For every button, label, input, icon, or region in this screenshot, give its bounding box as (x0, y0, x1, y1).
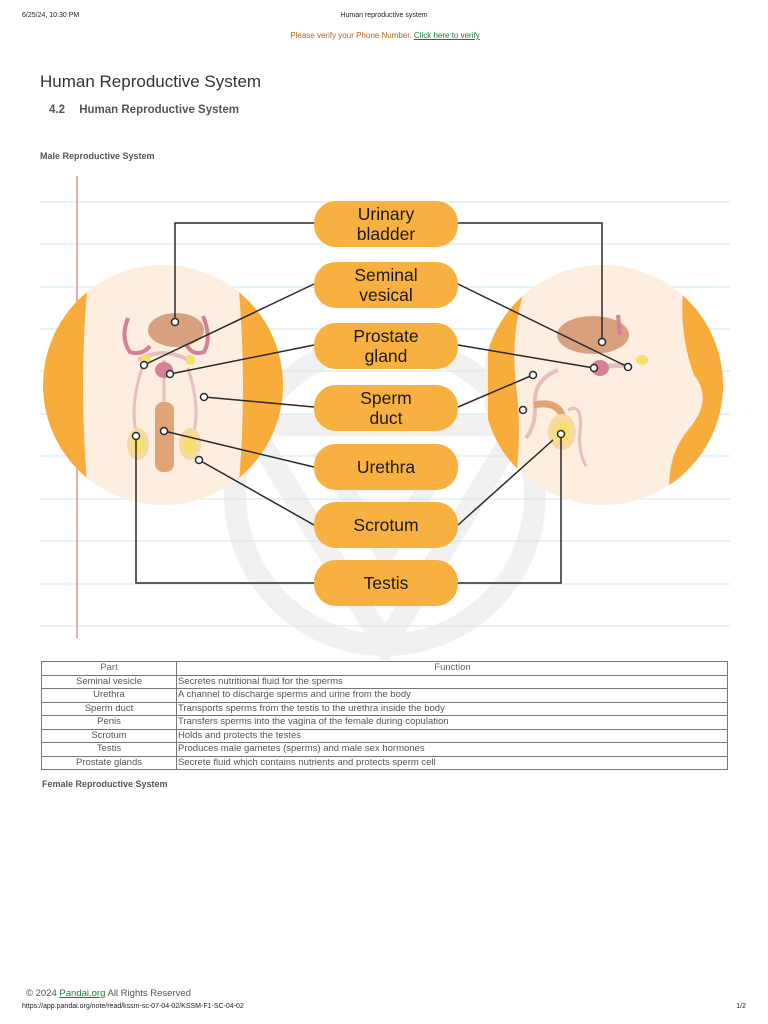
print-datetime: 6/25/24, 10:30 PM (22, 12, 80, 19)
label-prostate-gland-line2: gland (365, 346, 408, 366)
cell-part: Seminal vesicle (41, 674, 177, 689)
label-seminal-vesical: Seminal vesical (314, 262, 458, 308)
label-testis-text: Testis (364, 573, 409, 593)
cell-function: A channel to discharge sperms and urine … (176, 688, 728, 703)
page-title: Human Reproductive System (40, 72, 262, 91)
label-prostate-gland-line1: Prostate (353, 326, 418, 346)
copyright: © 2024 Pandai.org All Rights Reserved (26, 988, 191, 999)
verify-banner: Please verify your Phone Number. Click h… (0, 31, 768, 40)
parts-function-table: Part Function Seminal vesicle Secretes n… (41, 661, 728, 770)
connector-lines (135, 222, 629, 584)
section-heading: 4.2 Human Reproductive System (49, 104, 239, 116)
label-seminal-vesical-line1: Seminal (354, 265, 417, 285)
table-row: Sperm duct Transports sperms from the te… (41, 701, 728, 716)
section-title: Human Reproductive System (79, 104, 239, 116)
cell-function: Produces male gametes (sperms) and male … (176, 742, 728, 757)
cell-part: Penis (41, 715, 177, 730)
cell-part: Prostate glands (41, 755, 177, 770)
cell-part: Scrotum (41, 728, 177, 743)
table-row: Testis Produces male gametes (sperms) an… (41, 742, 728, 757)
table-row: Urethra A channel to discharge sperms an… (41, 688, 728, 703)
label-prostate-gland: Prostate gland (314, 323, 458, 369)
cell-function: Holds and protects the testes (176, 728, 728, 743)
table-header-row: Part Function (41, 661, 728, 676)
cell-function: Secrete fluid which contains nutrients a… (176, 755, 728, 770)
label-urethra: Urethra (314, 444, 458, 490)
label-sperm-duct: Sperm duct (314, 385, 458, 431)
side-view-illustration (483, 265, 723, 505)
copyright-suffix: All Rights Reserved (105, 988, 191, 999)
label-urinary-bladder-line1: Urinary (358, 204, 415, 224)
label-sperm-duct-line1: Sperm (360, 388, 412, 408)
label-scrotum: Scrotum (314, 502, 458, 548)
print-doc-title: Human reproductive system (340, 12, 428, 19)
header-part: Part (41, 661, 177, 676)
table-row: Scrotum Holds and protects the testes (41, 728, 728, 743)
cell-part: Urethra (41, 688, 177, 703)
label-sperm-duct-line2: duct (369, 408, 402, 428)
cell-part: Testis (41, 742, 177, 757)
print-url: https://app.pandai.org/note/read/kssm-sc… (22, 1003, 244, 1010)
label-testis: Testis (314, 560, 458, 606)
cell-function: Transfers sperms into the vagina of the … (176, 715, 728, 730)
table-row: Prostate glands Secrete fluid which cont… (41, 755, 728, 770)
label-urinary-bladder-line2: bladder (357, 224, 416, 244)
male-reproductive-diagram: Urinary bladder Seminal vesical Prostate… (40, 176, 730, 638)
verify-link[interactable]: Click here to verify (413, 31, 480, 40)
page-number: 1/2 (736, 1003, 746, 1010)
section-number: 4.2 (49, 104, 65, 116)
label-scrotum-text: Scrotum (353, 515, 418, 535)
label-seminal-vesical-line2: vesical (359, 285, 413, 305)
male-system-heading: Male Reproductive System (40, 151, 155, 161)
pandai-link[interactable]: Pandai.org (59, 988, 106, 999)
cell-function: Secretes nutritional fluid for the sperm… (176, 674, 728, 689)
female-system-heading: Female Reproductive System (42, 779, 168, 789)
label-urethra-text: Urethra (357, 457, 416, 477)
connector-dots (131, 317, 633, 465)
cell-part: Sperm duct (41, 701, 177, 716)
front-view-illustration (43, 265, 283, 505)
copyright-prefix: © 2024 (26, 988, 57, 999)
table-row: Penis Transfers sperms into the vagina o… (41, 715, 728, 730)
header-function: Function (176, 661, 728, 676)
label-urinary-bladder: Urinary bladder (314, 201, 458, 247)
table-row: Seminal vesicle Secretes nutritional flu… (41, 674, 728, 689)
cell-function: Transports sperms from the testis to the… (176, 701, 728, 716)
verify-text: Please verify your Phone Number. (290, 31, 412, 40)
